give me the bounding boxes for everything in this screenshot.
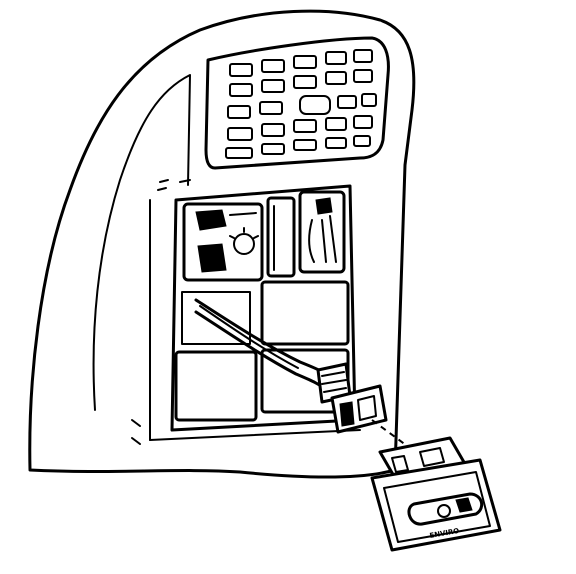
middle-switch xyxy=(266,196,296,278)
blank-plate-right xyxy=(260,280,350,346)
switch-bank xyxy=(170,184,357,432)
console-housing xyxy=(28,9,416,479)
headlamp-switch xyxy=(182,202,264,282)
dimmer-wheel xyxy=(298,190,346,274)
blank-opening-left xyxy=(181,291,251,345)
vent-grille xyxy=(204,36,390,170)
alignment-line xyxy=(371,419,411,449)
blank-plate-bottom-left xyxy=(174,350,258,422)
switch-module: ENVIRO xyxy=(370,436,502,552)
mounting-tabs xyxy=(131,179,191,445)
